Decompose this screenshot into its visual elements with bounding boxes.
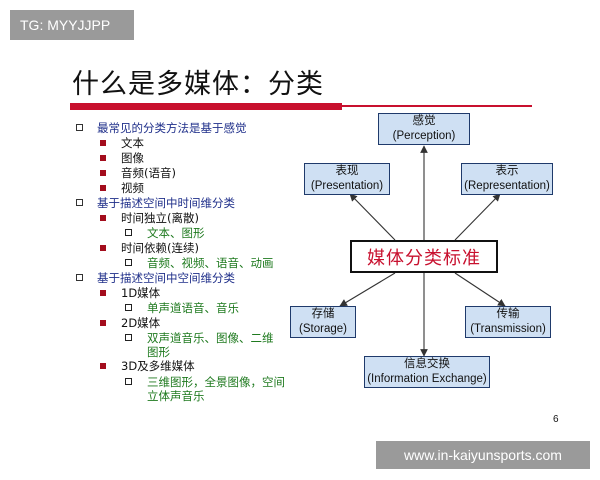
arrow-representation <box>454 193 501 241</box>
box-storage-cn: 存储 <box>311 308 335 320</box>
bullet-hollow-small-icon <box>125 378 132 385</box>
list-item-detail: 三维图形，全景图像，空间 <box>147 375 285 389</box>
center-box: 媒体分类标准 <box>350 240 498 273</box>
list-item: 时间依赖(连续) <box>121 241 199 255</box>
box-perception-cn: 感觉 <box>412 115 436 127</box>
bullet-time: 基于描述空间中时间维分类 <box>97 196 235 210</box>
corner-tag: TG: MYYJJPP <box>10 10 134 40</box>
bullet-red-icon <box>100 320 106 326</box>
bullet-hollow-small-icon <box>125 259 132 266</box>
list-item: 音频(语音) <box>121 166 176 180</box>
bullet-red-icon <box>100 140 106 146</box>
list-item: 图像 <box>121 151 144 165</box>
arrow-transmission <box>454 272 506 307</box>
box-transmission-cn: 传输 <box>496 308 520 320</box>
bullet-red-icon <box>100 215 106 221</box>
bullet-red-icon <box>100 185 106 191</box>
list-item-detail: 音频、视频、语音、动画 <box>147 256 274 270</box>
watermark: www.in-kaiyunsports.com <box>376 441 590 469</box>
box-presentation: 表现 (Presentation) <box>304 163 390 195</box>
title-underline-thick <box>70 103 342 110</box>
bullet-red-icon <box>100 363 106 369</box>
list-item-detail: 双声道音乐、图像、二维 <box>147 331 274 345</box>
bullet-red-icon <box>100 245 106 251</box>
bullet-red-icon <box>100 170 106 176</box>
box-presentation-en: (Presentation) <box>310 180 384 192</box>
box-exchange-cn: 信息交换 <box>404 358 450 370</box>
bullet-red-icon <box>100 290 106 296</box>
list-item-detail: 图形 <box>147 345 170 359</box>
box-representation-en: (Representation) <box>464 180 550 192</box>
list-item: 文本 <box>121 136 144 150</box>
box-representation-cn: 表示 <box>495 165 519 177</box>
arrow-presentation <box>349 193 396 241</box>
bullet-hollow-small-icon <box>125 229 132 236</box>
bullet-red-icon <box>100 155 106 161</box>
bullet-space: 基于描述空间中空间维分类 <box>97 271 235 285</box>
bullet-hollow-icon <box>76 124 83 131</box>
bullet-hollow-small-icon <box>125 334 132 341</box>
box-storage-en: (Storage) <box>299 323 347 335</box>
box-perception-en: (Perception) <box>392 130 456 142</box>
bullet-hollow-small-icon <box>125 304 132 311</box>
bullet-hollow-icon <box>76 199 83 206</box>
box-transmission: 传输 (Transmission) <box>465 306 551 338</box>
bullet-hollow-icon <box>76 274 83 281</box>
title-underline-thin <box>342 105 532 107</box>
box-exchange: 信息交换 (Information Exchange) <box>364 356 490 388</box>
list-item-detail: 立体声音乐 <box>147 389 205 403</box>
box-exchange-en: (Information Exchange) <box>367 373 487 385</box>
list-item: 时间独立(离散) <box>121 211 199 225</box>
box-transmission-en: (Transmission) <box>470 323 546 335</box>
list-item-detail: 单声道语音、音乐 <box>147 301 239 315</box>
box-perception: 感觉 (Perception) <box>378 113 470 145</box>
box-storage: 存储 (Storage) <box>290 306 356 338</box>
list-item: 视频 <box>121 181 144 195</box>
box-presentation-cn: 表现 <box>335 165 359 177</box>
arrow-storage <box>339 272 396 307</box>
list-item: 2D媒体 <box>121 316 161 330</box>
page-number: 6 <box>553 414 559 425</box>
list-item: 1D媒体 <box>121 286 161 300</box>
list-item-detail: 文本、图形 <box>147 226 205 240</box>
box-representation: 表示 (Representation) <box>461 163 553 195</box>
page-title: 什么是多媒体：分类 <box>72 69 324 100</box>
bullet-perception: 最常见的分类方法是基于感觉 <box>97 121 247 135</box>
list-item: 3D及多维媒体 <box>121 359 195 373</box>
